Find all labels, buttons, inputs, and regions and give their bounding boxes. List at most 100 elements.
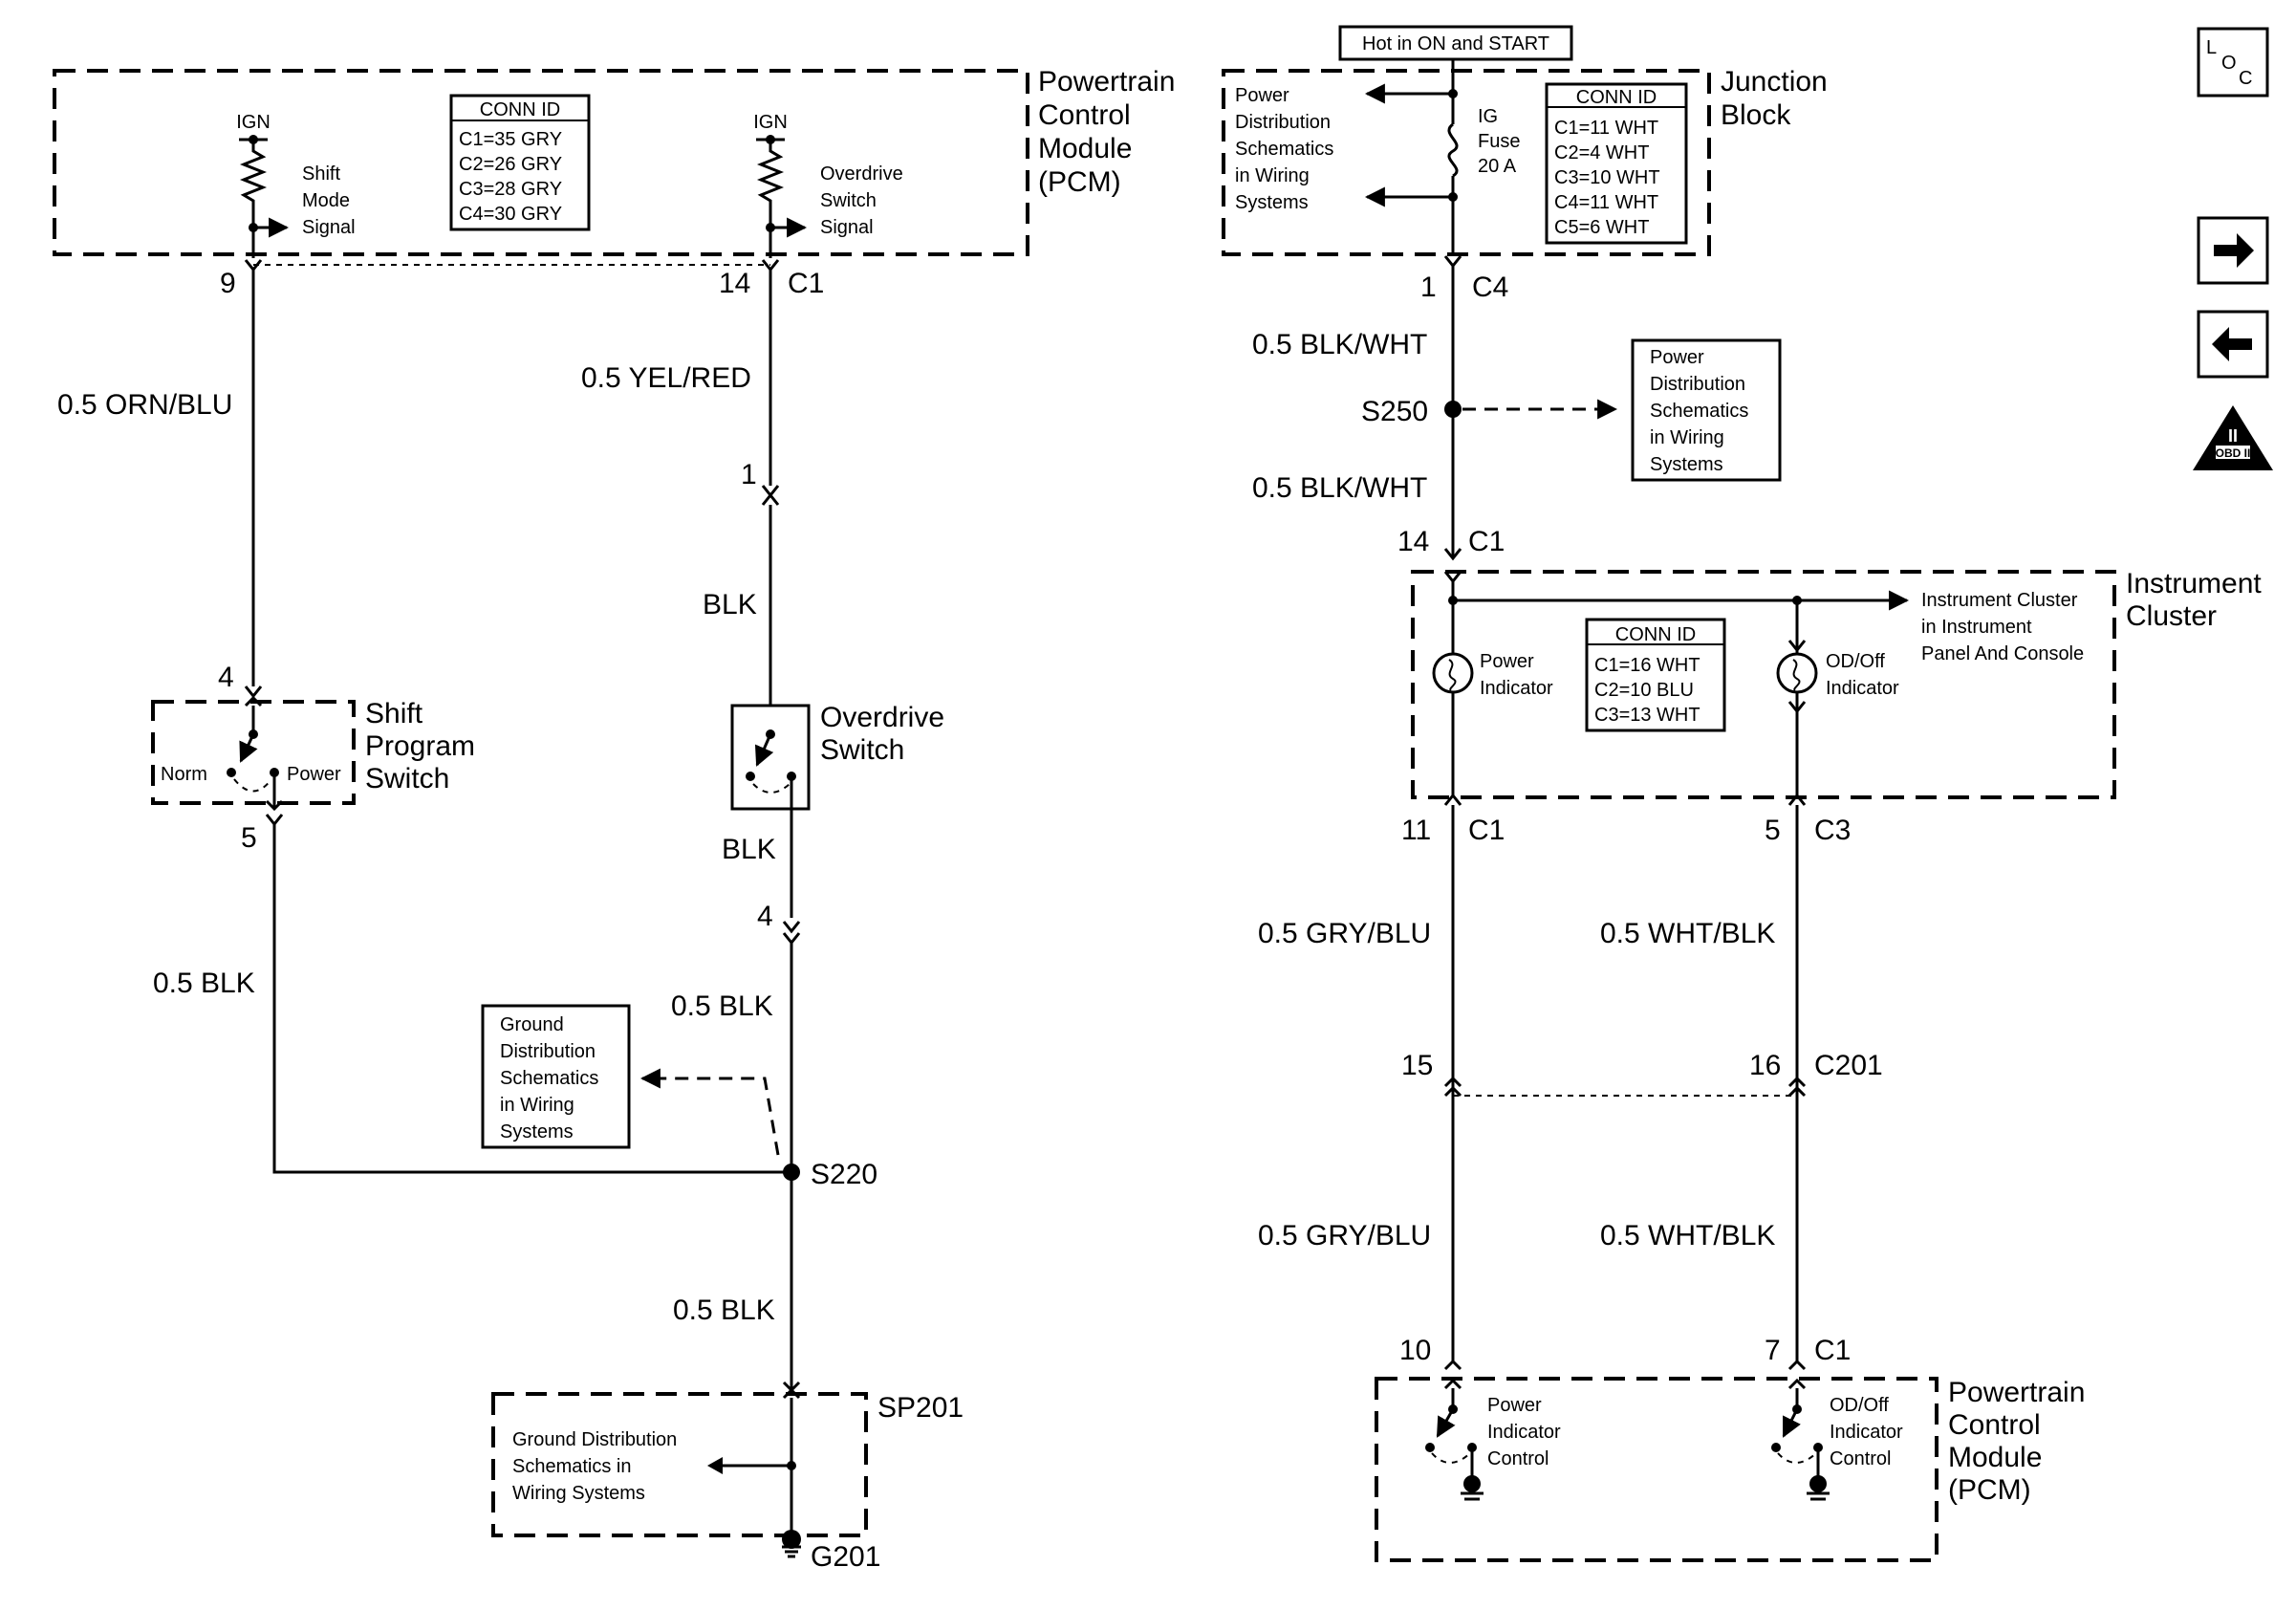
connector-c201: C201 [1814,1050,1883,1081]
cluster-conn-id-table: CONN ID C1=16 WHT C2=10 BLU C3=13 WHT [1585,618,1726,732]
pin-1-c4: 1 [1420,272,1437,303]
previous-page-button[interactable] [2197,310,2269,379]
junction-conn-id-table: CONN ID C1=11 WHT C2=4 WHT C3=10 WHT C4=… [1545,82,1688,245]
wire-label-gry-blu-2: 0.5 GRY/BLU [1258,1220,1431,1251]
od-ctrl-label: Control [1830,1448,1891,1469]
next-page-button[interactable] [2197,216,2269,285]
overdrive-signal-resistor: IGN Overdrive Switch Signal [753,112,903,258]
pcm-bottom-title: (PCM) [1948,1474,2031,1506]
instrument-cluster: Instrument Cluster Instrument Cluster in… [1401,568,2262,846]
power-indicator-control-switch: Power Indicator Control [1425,1378,1561,1501]
obd-roman: II [2228,426,2238,446]
pin-15: 15 [1401,1050,1433,1081]
ground-distribution-ref: Ground Distribution Schematics in Wiring… [481,1004,780,1156]
od-ind-label: Indicator [1826,678,1899,699]
wire-label-blk: BLK [703,589,757,620]
loc-c: C [2239,68,2252,89]
connector-c1-right: C1 [1468,526,1505,557]
connector-c4: C4 [1472,272,1508,303]
splice-s220-label: S220 [811,1159,877,1190]
pin-9: 9 [220,268,236,299]
hot-label-box [1338,25,1573,61]
cluster-title: Instrument [2126,568,2262,599]
ign-label: IGN [753,112,788,133]
conn-id-title: CONN ID [480,99,560,120]
junction-title: Junction [1721,66,1828,98]
wire-label-od-blk: 0.5 BLK [671,990,773,1022]
wire-label-blk-wht: 0.5 BLK/WHT [1252,329,1427,360]
loc-o: O [2221,53,2237,74]
wire-label-yel-red: 0.5 YEL/RED [581,362,751,394]
conn-id-row: C2=26 GRY [459,154,562,175]
ground-dist-line: in Wiring [500,1095,574,1116]
ign-label: IGN [236,112,271,133]
od-signal-label: Signal [820,217,874,238]
power-indicator-lamp: Power Indicator [1432,651,1553,795]
ground-dist-line: Systems [500,1121,574,1142]
location-button[interactable]: L O C [2197,27,2269,98]
cluster-title: Cluster [2126,600,2217,632]
pin-4-od: 4 [757,901,773,932]
conn-id-row: C1=16 WHT [1594,655,1700,676]
wire-label-orn-blu: 0.5 ORN/BLU [57,389,232,421]
shift-switch-title: Shift [365,698,423,729]
obd-ii-button[interactable]: II OBD II [2193,405,2273,470]
pin-5-c3: 5 [1765,815,1781,846]
conn-id-row: C1=11 WHT [1554,118,1658,139]
power-ind-label: Indicator [1480,678,1553,699]
shift-mode-resistor: IGN Shift Mode Signal [236,112,356,258]
pin-11: 11 [1401,815,1431,846]
conn-id-row: C3=28 GRY [459,179,562,200]
wire-label-blk-2: BLK [722,834,776,865]
fuse-label: IG [1478,106,1498,127]
conn-id-row: C4=30 GRY [459,204,562,225]
pcm-bottom-title: Control [1948,1409,2041,1441]
wire-label-s220-blk: 0.5 BLK [673,1295,775,1326]
pcm-top-title-2: Control [1038,99,1131,131]
ground-dist-line: Distribution [500,1041,596,1062]
pin-10: 10 [1399,1335,1431,1366]
conn-id-row: C4=11 WHT [1554,192,1658,213]
power-dist-line: in Wiring [1235,165,1310,186]
pin-4: 4 [218,662,234,693]
connector-c1-pcm: C1 [1814,1335,1851,1366]
pin-7: 7 [1765,1335,1781,1366]
power-dist-line: Power [1235,85,1289,106]
power-distribution-ref: Power Distribution Schematics in Wiring … [1631,338,1782,482]
junction-block: Hot in ON and START Junction Block Power… [1222,25,1828,303]
wire-shift-blk [272,824,791,1174]
conn-id-title: CONN ID [1615,624,1696,645]
od-off-indicator-lamp: OD/Off Indicator [1776,600,1899,795]
ground-dist-line: Ground [500,1014,564,1035]
splice-pack-sp201: SP201 Ground Distribution Schematics in … [491,1381,964,1573]
shift-program-switch: Norm Power Shift Program Switch [151,695,475,812]
pcm-top-conn-id-table: CONN ID C1=35 GRY C2=26 GRY C3=28 GRY C4… [449,94,591,231]
splice-s250-label: S250 [1361,396,1428,427]
power-dist-line: Schematics [1235,139,1333,160]
conn-id-row: C2=4 WHT [1554,142,1649,163]
power-dist-box-line: Schematics [1650,401,1748,422]
pcm-bottom: Powertrain Control Module (PCM) Power In… [1375,1377,2085,1562]
power-ctrl-label: Power [1487,1395,1542,1416]
shift-switch-title: Switch [365,763,449,794]
pin-5: 5 [241,822,257,854]
sp201-label: SP201 [877,1392,964,1424]
cluster-ref-line: Instrument Cluster [1921,590,2078,611]
od-ctrl-label: OD/Off [1830,1395,1889,1416]
od-switch-title: Switch [820,734,904,766]
connector-c1: C1 [788,268,824,299]
pcm-bottom-title: Module [1948,1442,2042,1473]
pin-14-c1: 14 [1397,526,1429,557]
power-dist-line: Distribution [1235,112,1331,133]
pin-16: 16 [1749,1050,1781,1081]
od-signal-label: Overdrive [820,163,903,185]
junction-title: Block [1721,99,1791,131]
shift-switch-title: Program [365,730,475,762]
right-upper-circuit: 0.5 BLK/WHT S250 Power Distribution Sche… [1252,266,1782,561]
cluster-ref-line: in Instrument [1921,617,2032,638]
ground-dist-sp-line: Ground Distribution [512,1429,677,1450]
power-dist-box-line: Power [1650,347,1704,368]
splice-s250 [1444,401,1462,418]
loc-l: L [2206,37,2217,58]
connector-c3: C3 [1814,815,1851,846]
